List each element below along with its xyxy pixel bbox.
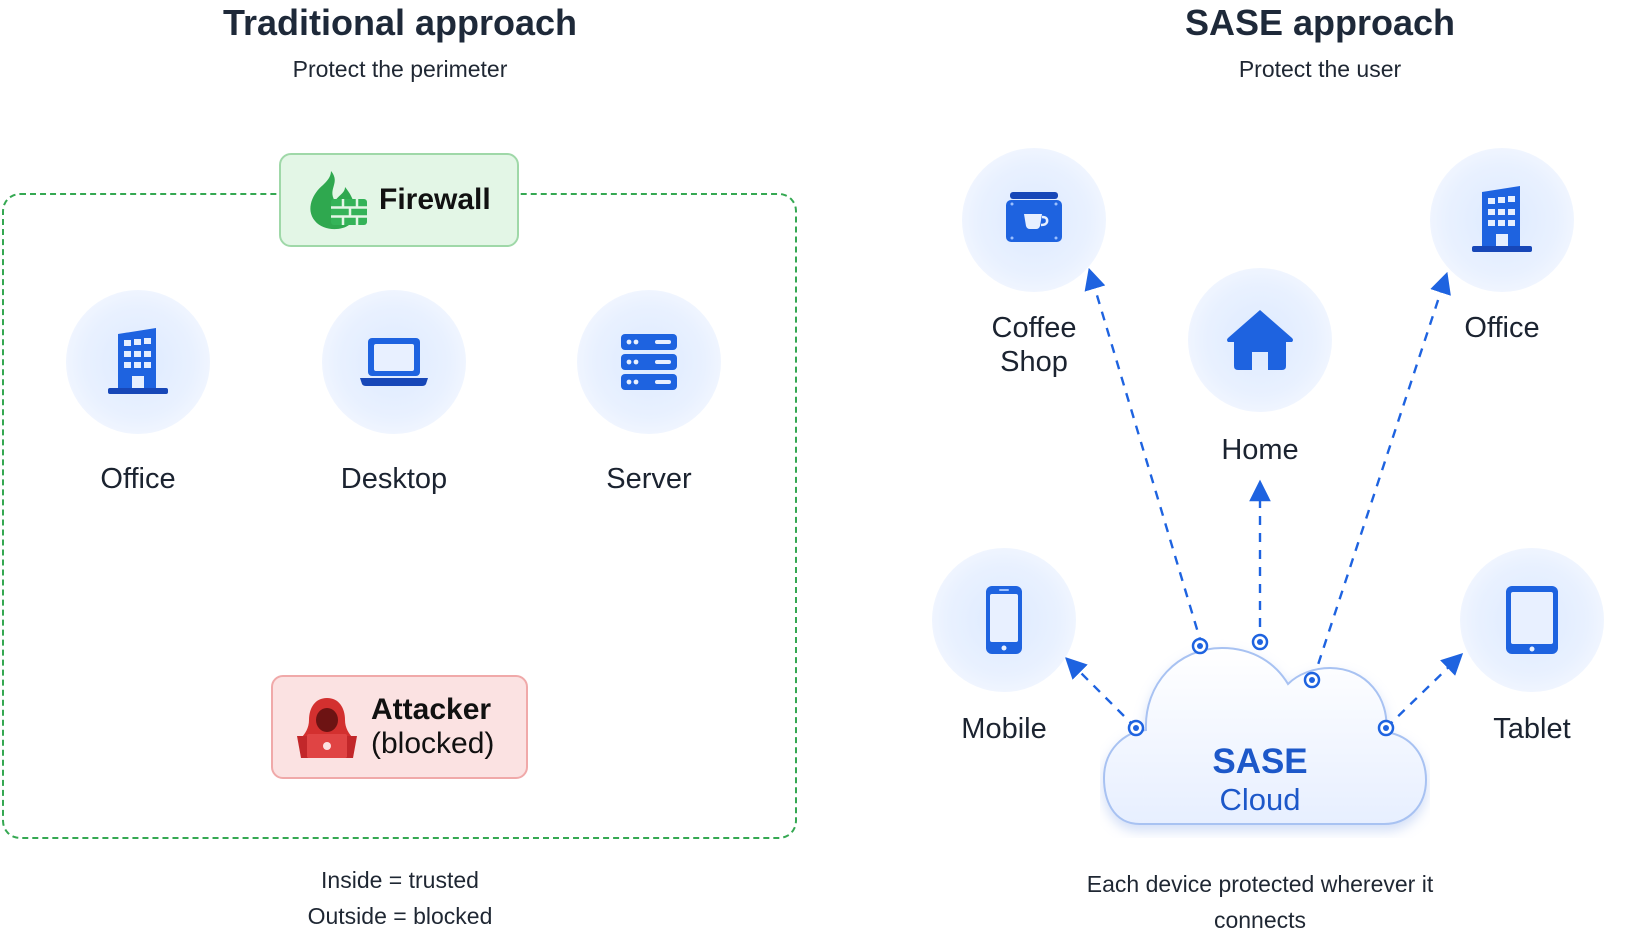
sase-title: SASE approach (1184, 2, 1456, 43)
coffee-shop-node (962, 148, 1106, 292)
tablet-icon (1506, 586, 1558, 654)
office-label: Office (100, 463, 176, 495)
desktop-label: Desktop (340, 463, 448, 495)
cloud-label-cloud: Cloud (1219, 782, 1301, 817)
firewall-icon (301, 165, 373, 235)
traditional-note: Inside = trusted Outside = blocked (307, 867, 493, 929)
server-icon (621, 334, 677, 390)
desktop-node (322, 290, 466, 434)
building-icon (1472, 186, 1532, 252)
mobile-icon (986, 586, 1022, 654)
home-icon (1227, 310, 1293, 370)
office-sase-node (1430, 148, 1574, 292)
hacker-icon (293, 694, 361, 760)
attacker-label: Attacker (blocked) (371, 693, 495, 760)
mobile-label: Mobile (961, 713, 1047, 745)
traditional-subtitle: Protect the perimeter (292, 56, 508, 82)
cloud-label-sase: SASE (1212, 742, 1308, 781)
firewall-box: Firewall (279, 153, 519, 247)
traditional-title: Traditional approach (222, 2, 578, 43)
attacker-box: Attacker (blocked) (271, 675, 528, 779)
home-node (1188, 268, 1332, 412)
building-icon (108, 328, 168, 394)
office-sase-label: Office (1464, 312, 1540, 344)
sase-note: Each device protected wherever it connec… (1086, 871, 1434, 933)
server-label: Server (606, 463, 692, 495)
sase-subtitle: Protect the user (1238, 56, 1402, 82)
arrow-to-coffee-shop (1084, 267, 1204, 647)
server-node (577, 290, 721, 434)
tablet-node (1460, 548, 1604, 692)
sase-cloud (1102, 633, 1428, 825)
tablet-label: Tablet (1493, 713, 1571, 745)
firewall-label: Firewall (379, 183, 491, 216)
office-node (66, 290, 210, 434)
arrow-to-office (1311, 271, 1451, 681)
laptop-icon (360, 338, 428, 386)
coffee-shop-label: Coffee Shop (991, 312, 1077, 378)
mobile-node (932, 548, 1076, 692)
arrow-to-tablet (1385, 652, 1464, 729)
home-label: Home (1221, 434, 1299, 466)
coffee-shop-icon (1006, 192, 1062, 242)
